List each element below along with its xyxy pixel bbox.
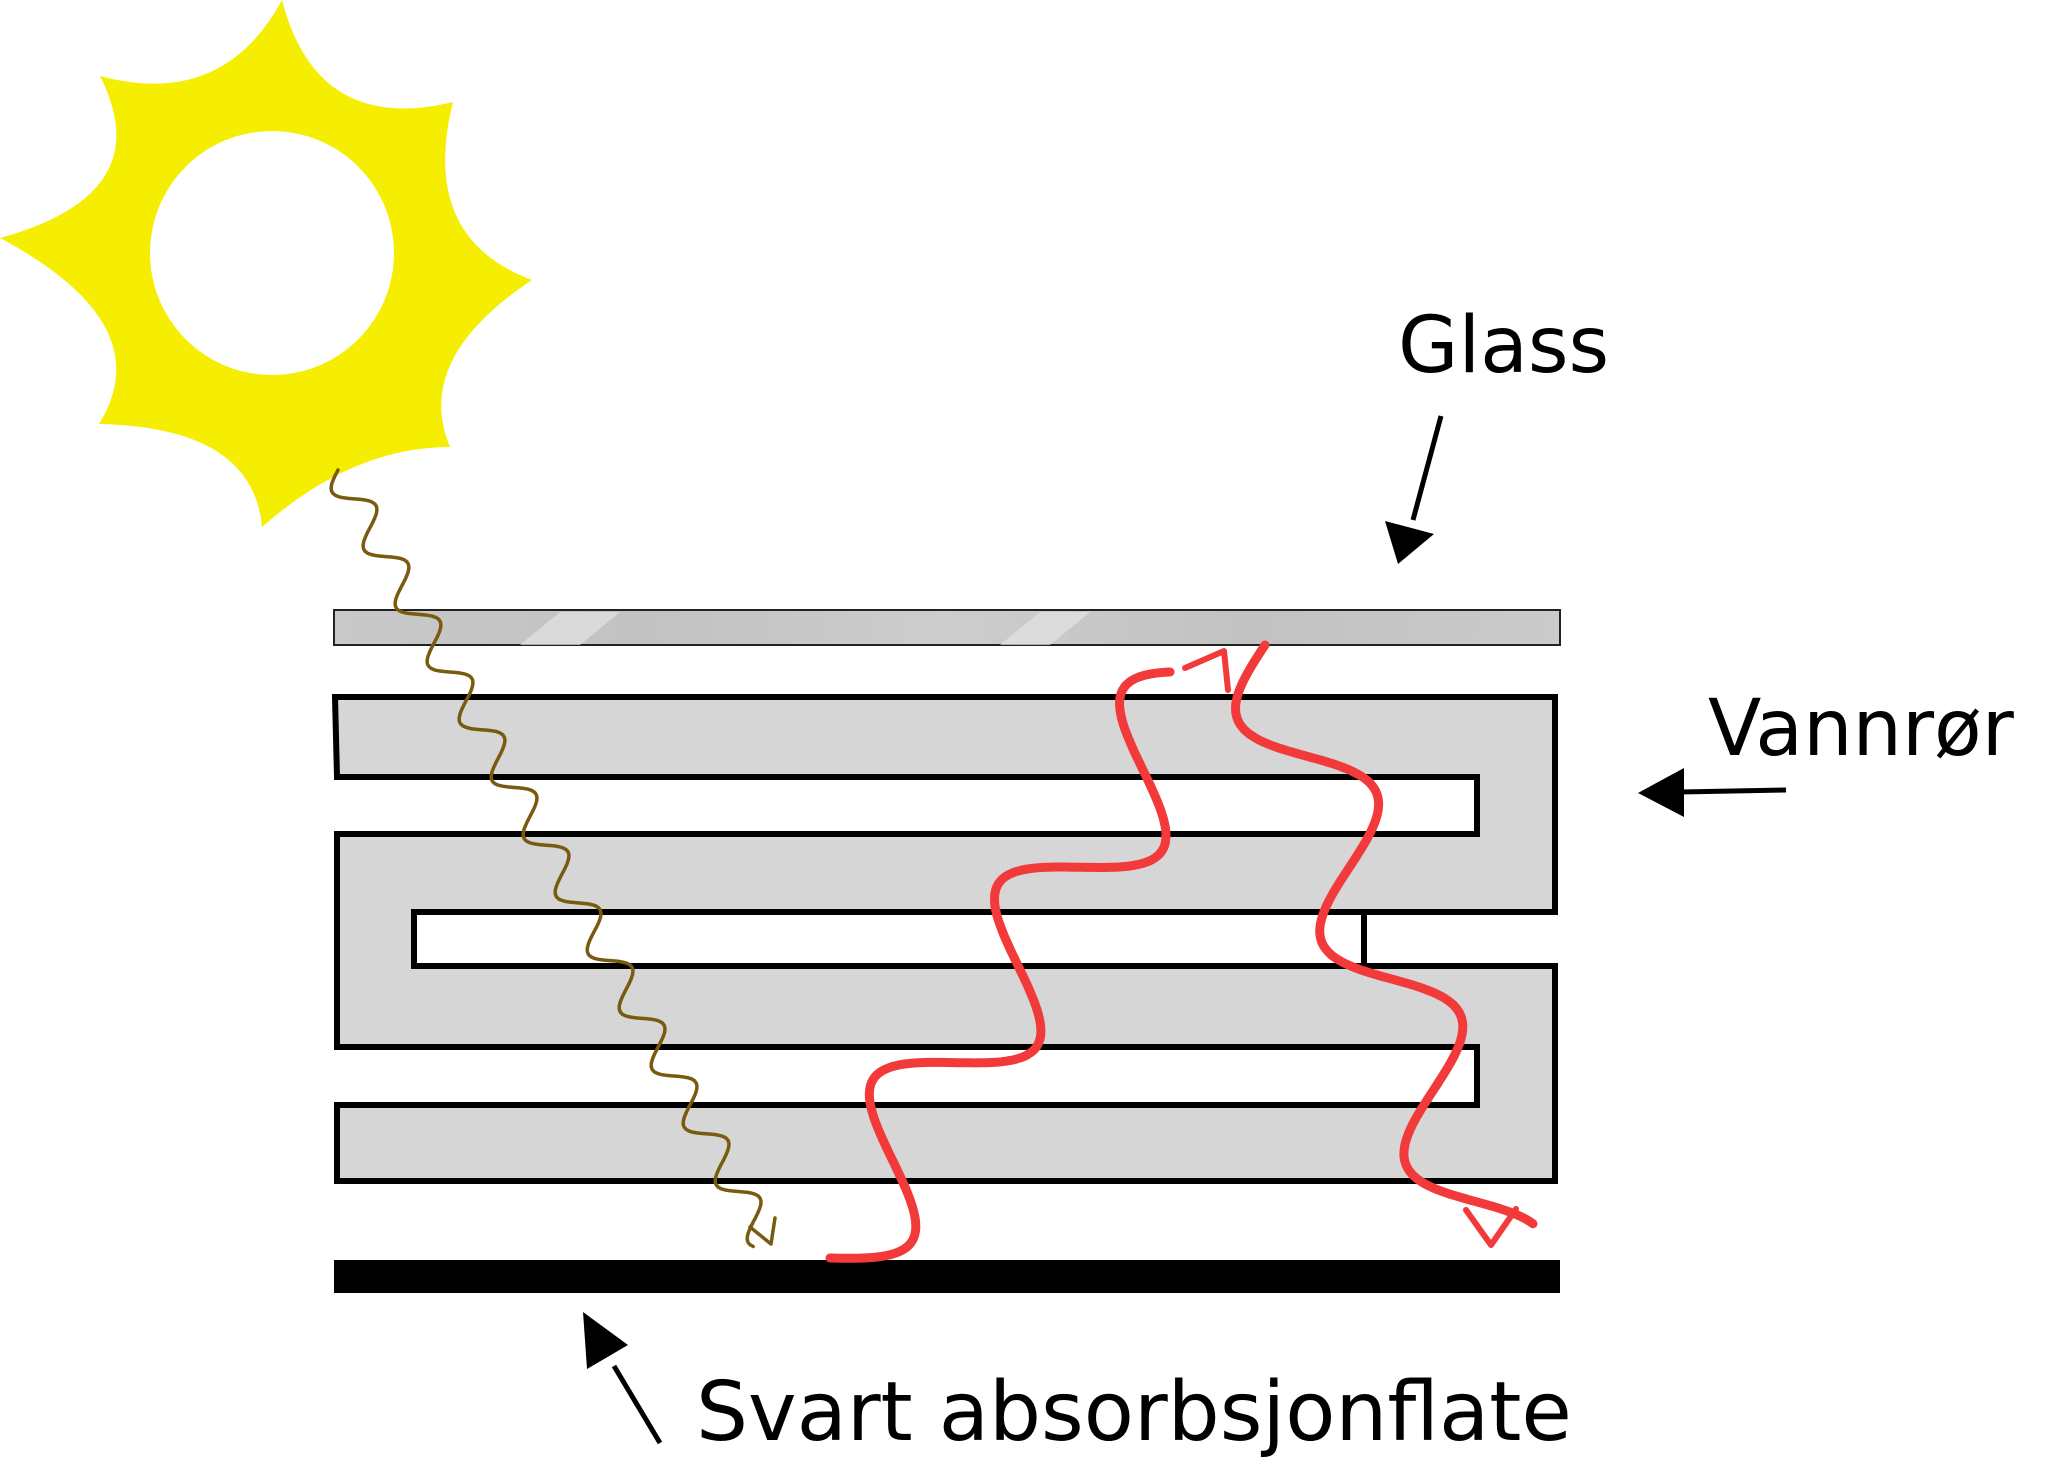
incoming-ray [329, 468, 763, 1249]
incoming-ray-arrowhead [748, 1216, 777, 1246]
heat-radiation-down-arrowhead [1463, 1206, 1519, 1248]
absorber-plate [334, 1260, 1560, 1293]
glass-label: Glass [1398, 301, 1610, 391]
absorber-pointer-arrow [583, 1312, 663, 1445]
sun-center [150, 131, 394, 375]
heat-radiation-up [825, 667, 1175, 1263]
sun-icon [0, 0, 532, 527]
pipe-pointer-arrow [1638, 768, 1787, 817]
heat-radiation-up-arrowhead [1182, 648, 1231, 693]
water-pipe-label: Vannrør [1708, 684, 2014, 774]
absorber-label: Svart absorbsjonflate [696, 1365, 1572, 1460]
glass-cover [333, 609, 1561, 646]
glass-pointer-arrow [1385, 415, 1444, 564]
heat-radiation-down [1231, 640, 1538, 1229]
water-pipe [331, 694, 1558, 1184]
